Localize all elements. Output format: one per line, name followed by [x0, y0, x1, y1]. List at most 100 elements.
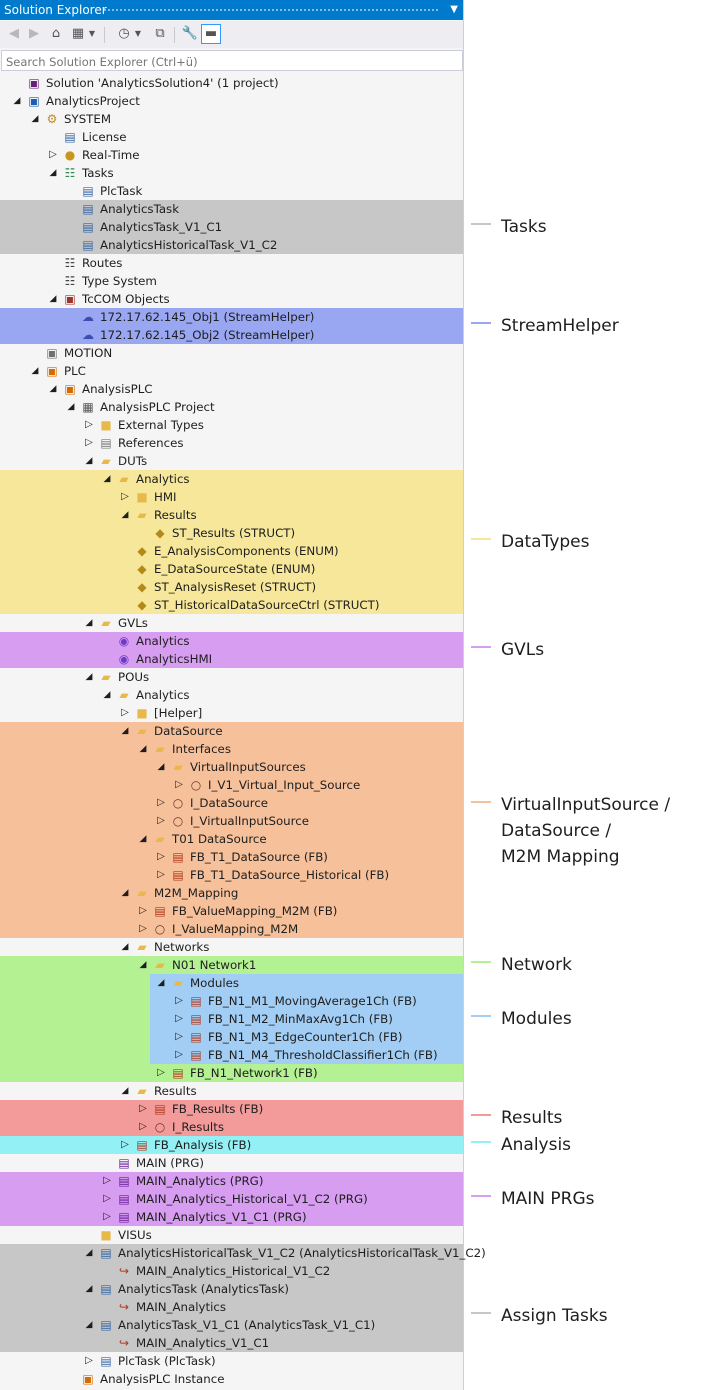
- tree-item[interactable]: ◢▰Results: [116, 1082, 197, 1100]
- expanded-arrow-icon[interactable]: ◢: [85, 672, 93, 682]
- tree-item[interactable]: ◢▰Modules: [152, 974, 240, 992]
- tree-item[interactable]: ◢▤AnalyticsHistoricalTask_V1_C2 (Analyti…: [80, 1244, 486, 1262]
- tree-item[interactable]: ◆E_DataSourceState (ENUM): [116, 560, 315, 578]
- search-input[interactable]: [2, 53, 450, 71]
- tree-item[interactable]: ▷■[Helper]: [116, 704, 202, 722]
- properties-wrench-icon[interactable]: 🔧: [181, 26, 199, 41]
- expanded-arrow-icon[interactable]: ◢: [157, 762, 165, 772]
- tree-item[interactable]: ▷▤FB_T1_DataSource (FB): [152, 848, 328, 866]
- tree-item[interactable]: ▷▤FB_T1_DataSource_Historical (FB): [152, 866, 389, 884]
- expanded-arrow-icon[interactable]: ◢: [49, 384, 57, 394]
- tree-item[interactable]: ◢▣PLC: [26, 362, 86, 380]
- expanded-arrow-icon[interactable]: ◢: [121, 888, 129, 898]
- collapsed-arrow-icon[interactable]: ▷: [121, 707, 129, 718]
- expanded-arrow-icon[interactable]: ◢: [13, 96, 21, 106]
- expanded-arrow-icon[interactable]: ◢: [103, 690, 111, 700]
- tree-item[interactable]: ▷▤FB_N1_M2_MinMaxAvg1Ch (FB): [170, 1010, 393, 1028]
- tree-item[interactable]: ▷○I_Results: [134, 1118, 224, 1136]
- tree-item[interactable]: ☷Type System: [44, 272, 157, 290]
- tree-item[interactable]: ▣AnalysisPLC Instance: [62, 1370, 224, 1388]
- expanded-arrow-icon[interactable]: ◢: [139, 744, 147, 754]
- collapsed-arrow-icon[interactable]: ▷: [139, 1103, 147, 1114]
- tree-item[interactable]: ▤MAIN (PRG): [98, 1154, 204, 1172]
- expanded-arrow-icon[interactable]: ◢: [85, 618, 93, 628]
- tree-item[interactable]: ◢▤AnalyticsTask_V1_C1 (AnalyticsTask_V1_…: [80, 1316, 376, 1334]
- collapsed-arrow-icon[interactable]: ▷: [103, 1175, 111, 1186]
- tree-item[interactable]: ◢▰T01 DataSource: [134, 830, 267, 848]
- tree-item[interactable]: ◢▣AnalyticsProject: [8, 92, 140, 110]
- expanded-arrow-icon[interactable]: ◢: [85, 1284, 93, 1294]
- expanded-arrow-icon[interactable]: ◢: [121, 510, 129, 520]
- expanded-arrow-icon[interactable]: ◢: [67, 402, 75, 412]
- window-menu-chevron-icon[interactable]: ▼: [450, 4, 458, 15]
- tree-item[interactable]: ◉AnalyticsHMI: [98, 650, 212, 668]
- forward-icon[interactable]: ▶: [29, 26, 39, 41]
- tree-item[interactable]: ◢▰POUs: [80, 668, 150, 686]
- tree-item[interactable]: ◢▤AnalyticsTask (AnalyticsTask): [80, 1280, 289, 1298]
- tree-item[interactable]: ▷▤FB_N1_Network1 (FB): [152, 1064, 317, 1082]
- tree-item[interactable]: ◢▰Analytics: [98, 470, 190, 488]
- tree-item[interactable]: ▤AnalyticsTask: [62, 200, 179, 218]
- tree-item[interactable]: ▷▤FB_Analysis (FB): [116, 1136, 251, 1154]
- collapsed-arrow-icon[interactable]: ▷: [121, 491, 129, 502]
- expanded-arrow-icon[interactable]: ◢: [85, 1320, 93, 1330]
- back-icon[interactable]: ◀: [9, 26, 19, 41]
- tree-item[interactable]: ◆E_AnalysisComponents (ENUM): [116, 542, 338, 560]
- tree-item[interactable]: ▷▤References: [80, 434, 183, 452]
- expanded-arrow-icon[interactable]: ◢: [103, 474, 111, 484]
- collapsed-arrow-icon[interactable]: ▷: [139, 905, 147, 916]
- expanded-arrow-icon[interactable]: ◢: [49, 168, 57, 178]
- tree-item[interactable]: ◢▣AnalysisPLC: [44, 380, 153, 398]
- tree-item[interactable]: ↪MAIN_Analytics_Historical_V1_C2: [98, 1262, 330, 1280]
- collapsed-arrow-icon[interactable]: ▷: [157, 1067, 165, 1078]
- tree-item[interactable]: ☷Routes: [44, 254, 123, 272]
- tree-item[interactable]: ↪MAIN_Analytics: [98, 1298, 226, 1316]
- collapse-all-icon[interactable]: ⧉: [155, 26, 165, 41]
- expanded-arrow-icon[interactable]: ◢: [31, 366, 39, 376]
- expanded-arrow-icon[interactable]: ◢: [121, 726, 129, 736]
- preview-selected-icon[interactable]: ▬: [201, 24, 221, 44]
- tree-item[interactable]: ◢▰M2M_Mapping: [116, 884, 239, 902]
- tree-item[interactable]: ▤PlcTask: [62, 182, 142, 200]
- collapsed-arrow-icon[interactable]: ▷: [103, 1193, 111, 1204]
- expanded-arrow-icon[interactable]: ◢: [85, 456, 93, 466]
- tree-item[interactable]: ◢▰VirtualInputSources: [152, 758, 306, 776]
- tree-item[interactable]: ▷▤FB_N1_M1_MovingAverage1Ch (FB): [170, 992, 417, 1010]
- tree-item[interactable]: ◢▦AnalysisPLC Project: [62, 398, 215, 416]
- tree-item[interactable]: ◢⚙SYSTEM: [26, 110, 112, 128]
- collapsed-arrow-icon[interactable]: ▷: [175, 995, 183, 1006]
- collapsed-arrow-icon[interactable]: ▷: [175, 1031, 183, 1042]
- tree-item[interactable]: ▤AnalyticsTask_V1_C1: [62, 218, 222, 236]
- tree-item[interactable]: ◢▰DataSource: [116, 722, 223, 740]
- tree-item[interactable]: ▷▤FB_Results (FB): [134, 1100, 263, 1118]
- tree-item[interactable]: ▤License: [44, 128, 126, 146]
- expanded-arrow-icon[interactable]: ◢: [139, 960, 147, 970]
- switch-views-dropdown-icon[interactable]: ▼: [88, 29, 96, 38]
- tree-item[interactable]: ▷○I_VirtualInputSource: [152, 812, 309, 830]
- home-icon[interactable]: ⌂: [51, 26, 61, 41]
- tree-item[interactable]: ◢☷Tasks: [44, 164, 114, 182]
- collapsed-arrow-icon[interactable]: ▷: [157, 851, 165, 862]
- collapsed-arrow-icon[interactable]: ▷: [121, 1139, 129, 1150]
- collapsed-arrow-icon[interactable]: ▷: [157, 815, 165, 826]
- tree-item[interactable]: ◆ST_AnalysisReset (STRUCT): [116, 578, 316, 596]
- expanded-arrow-icon[interactable]: ◢: [85, 1248, 93, 1258]
- tree-item[interactable]: ▷▤FB_ValueMapping_M2M (FB): [134, 902, 337, 920]
- collapsed-arrow-icon[interactable]: ▷: [85, 1355, 93, 1366]
- switch-views-icon[interactable]: ▦: [71, 26, 85, 41]
- tree-item[interactable]: ◢▰Analytics: [98, 686, 190, 704]
- tree-item[interactable]: ▷■External Types: [80, 416, 204, 434]
- expanded-arrow-icon[interactable]: ◢: [121, 1086, 129, 1096]
- tree-item[interactable]: ▷○I_ValueMapping_M2M: [134, 920, 298, 938]
- collapsed-arrow-icon[interactable]: ▷: [175, 1013, 183, 1024]
- tree-item[interactable]: ◆ST_Results (STRUCT): [134, 524, 295, 542]
- tree-item[interactable]: ◢▰DUTs: [80, 452, 148, 470]
- tree-item[interactable]: ◆ST_HistoricalDataSourceCtrl (STRUCT): [116, 596, 379, 614]
- tree-item[interactable]: ▣MOTION: [26, 344, 112, 362]
- expanded-arrow-icon[interactable]: ◢: [49, 294, 57, 304]
- drag-grip[interactable]: [103, 8, 439, 12]
- tree-item[interactable]: ▷▤MAIN_Analytics_Historical_V1_C2 (PRG): [98, 1190, 368, 1208]
- tree-item[interactable]: ▣Solution 'AnalyticsSolution4' (1 projec…: [8, 74, 278, 92]
- tree-item[interactable]: ◢▣TcCOM Objects: [44, 290, 170, 308]
- tree-item[interactable]: ▷▤MAIN_Analytics_V1_C1 (PRG): [98, 1208, 306, 1226]
